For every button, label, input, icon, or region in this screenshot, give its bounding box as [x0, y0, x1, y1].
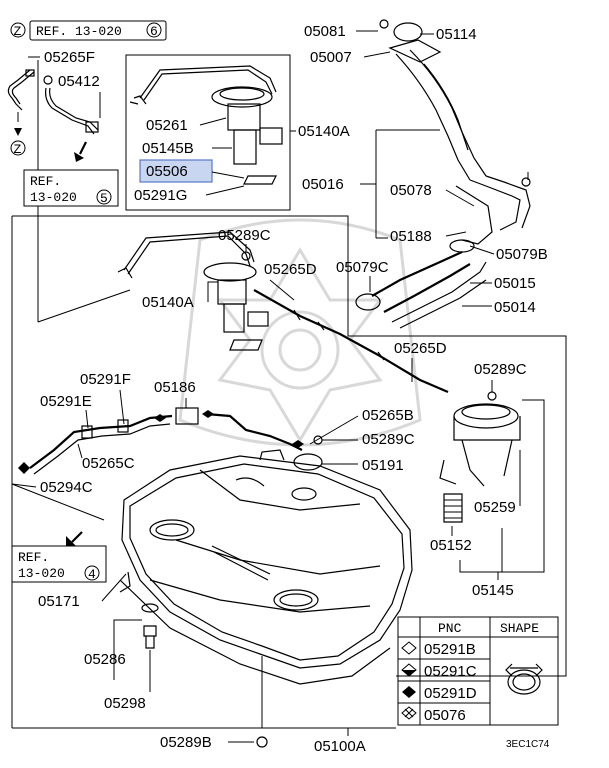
shape-05291D-3-icon	[18, 462, 30, 474]
shape-05291D-icon	[154, 414, 166, 422]
label-05298[interactable]: 05298	[104, 695, 146, 712]
label-05145[interactable]: 05145	[472, 582, 514, 599]
label-05289C-1[interactable]: 05289C	[218, 227, 271, 244]
tank-port-left-icon	[149, 519, 195, 541]
label-05100A[interactable]: 05100A	[314, 738, 366, 755]
label-05291E[interactable]: 05291E	[40, 393, 92, 410]
washer-05286-icon	[141, 603, 159, 613]
label-05186[interactable]: 05186	[154, 379, 196, 396]
label-05286[interactable]: 05286	[84, 651, 126, 668]
ref-top-box[interactable]	[29, 20, 167, 41]
diamond-cross-icon	[401, 706, 417, 720]
nut-05289C-2-icon	[487, 391, 497, 401]
ref-mid-num-circle	[96, 189, 112, 205]
label-05265D-2[interactable]: 05265D	[394, 340, 447, 357]
diamond-filled-icon	[402, 686, 416, 698]
fuel-tank	[119, 449, 413, 685]
legend-row-2[interactable]: 05291C	[424, 663, 477, 680]
label-05289C-2[interactable]: 05289C	[474, 361, 527, 378]
pump-detail-box	[125, 54, 291, 211]
label-05016[interactable]: 05016	[302, 176, 344, 193]
label-05014[interactable]: 05014	[494, 299, 536, 316]
label-05114[interactable]: 05114	[436, 26, 477, 43]
legend-row-4[interactable]: 05076	[424, 707, 466, 724]
ref-low-box[interactable]	[11, 545, 107, 583]
arrow-down-icon	[14, 128, 22, 136]
clamp-05265F-icon	[25, 69, 35, 77]
z-marker-2-text: Z	[14, 142, 22, 157]
plug-05298-icon	[143, 625, 157, 637]
shape-05291D-2-icon	[202, 410, 214, 418]
figure-code: 3EC1C74	[506, 739, 550, 750]
ref-mid-box[interactable]	[23, 169, 119, 207]
cap-05114-icon	[393, 22, 423, 42]
z-marker-text: Z	[14, 24, 22, 39]
ref-low-num-circle	[84, 565, 100, 581]
label-05152[interactable]: 05152	[430, 537, 472, 554]
label-05079C[interactable]: 05079C	[336, 259, 389, 276]
legend-row-1[interactable]: 05291B	[424, 641, 476, 658]
label-05145B[interactable]: 05145B	[142, 140, 194, 157]
z-marker-2-icon	[10, 140, 26, 156]
ref-mid-a: REF.	[30, 174, 61, 189]
label-05081[interactable]: 05081	[304, 23, 346, 40]
label-05191[interactable]: 05191	[362, 457, 404, 474]
arrow-ref-low-icon	[66, 536, 76, 546]
nut-05289C-3-icon	[313, 435, 323, 445]
ref-low-a: REF.	[18, 550, 49, 565]
ref-top-num-circle	[146, 22, 162, 38]
label-05007[interactable]: 05007	[310, 49, 352, 66]
label-05079B[interactable]: 05079B	[496, 246, 548, 263]
watermark-emblem	[178, 218, 422, 447]
label-05265F[interactable]: 05265F	[44, 49, 95, 66]
z-marker-icon	[10, 22, 26, 38]
ref-low-b: 13-020	[18, 566, 65, 581]
label-05291G[interactable]: 05291G	[134, 187, 187, 204]
label-05291F[interactable]: 05291F	[80, 371, 131, 388]
grommet-05412-icon	[43, 75, 53, 85]
label-05261[interactable]: 05261	[146, 117, 188, 134]
ref-mid-num: 5	[100, 191, 108, 206]
label-05140A-top[interactable]: 05140A	[298, 123, 350, 140]
label-05259[interactable]: 05259	[474, 499, 516, 516]
ref-low-num: 4	[88, 567, 96, 582]
fuel-filter-icon	[443, 493, 463, 523]
ref-mid-b: 13-020	[30, 190, 77, 205]
legend-row-3[interactable]: 05291D	[424, 685, 477, 702]
diamond-outline-icon	[401, 641, 417, 655]
legend-header-pnc: PNC	[438, 621, 462, 636]
arrow-icon	[74, 152, 84, 162]
label-05015[interactable]: 05015	[494, 275, 536, 292]
label-05289C-3[interactable]: 05289C	[362, 431, 415, 448]
label-05188[interactable]: 05188	[390, 228, 432, 245]
shape-legend-table: PNC SHAPE 05291B 05291C 05291D 05076	[397, 616, 559, 726]
ref-top-label: REF. 13-020	[36, 24, 122, 39]
hose-clamp-icon	[507, 669, 541, 695]
tank-port-right-icon	[273, 589, 319, 611]
bolt-05081-icon	[379, 19, 389, 29]
legend-header-shape: SHAPE	[500, 621, 539, 636]
highlight-05506	[139, 159, 213, 183]
label-05294C[interactable]: 05294C	[40, 479, 93, 496]
label-05171[interactable]: 05171	[38, 593, 80, 610]
label-05265D-1[interactable]: 05265D	[264, 261, 317, 278]
label-05265C[interactable]: 05265C	[82, 455, 135, 472]
valve-05186-icon	[175, 407, 199, 425]
cap-05191-icon	[293, 453, 323, 471]
label-05506[interactable]: 05506	[146, 163, 188, 180]
label-05265B[interactable]: 05265B	[362, 407, 414, 424]
label-05140A-mid[interactable]: 05140A	[142, 294, 194, 311]
label-05289B[interactable]: 05289B	[160, 734, 212, 751]
label-05078[interactable]: 05078	[390, 182, 432, 199]
nut-05289B-icon	[256, 736, 268, 748]
clamp-05079C-icon	[355, 293, 381, 311]
ref-top-num: 6	[150, 24, 158, 39]
label-05412[interactable]: 05412	[58, 73, 100, 90]
